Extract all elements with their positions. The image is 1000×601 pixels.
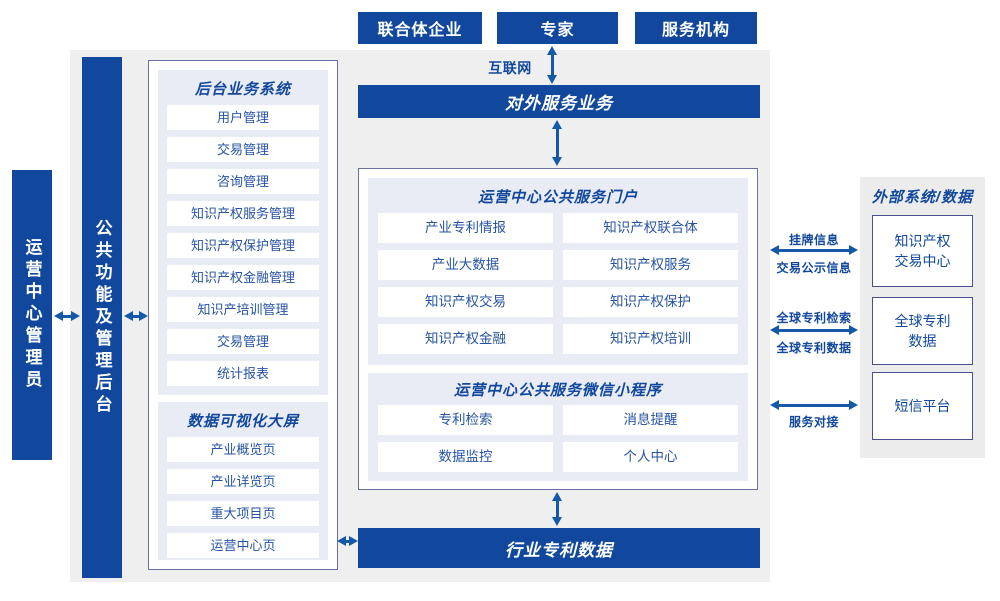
miniprogram-item-message-alerts: 消息提醒 [563,405,738,435]
portal-patentdata-double-arrow [552,492,562,526]
ip-trading-center-double-arrow [770,245,858,255]
operations-center-admin-bar: 运营中心管理员 [12,170,52,460]
backend-container-double-arrow [124,311,148,321]
dashboard-item-industry-detail: 产业详览页 [167,469,319,494]
public-functions-backend-bar: 公共功能及管理后台 [82,57,122,578]
dashboard-item-industry-overview: 产业概览页 [167,437,319,462]
external-box-global-patent-data: 全球专利 数据 [872,297,973,365]
data-visualization-title: 数据可视化大屏 [186,413,299,430]
global-patent-search-label: 全球专利检索 [776,311,852,325]
global-patent-data-double-arrow [770,325,858,335]
public-service-portal-panel: 运营中心公共服务门户 产业专利情报 知识产权联合体 产业大数据 知识产权服务 知… [368,178,748,365]
portal-item-ip-services: 知识产权服务 [563,250,738,280]
portal-item-ip-protection: 知识产权保护 [563,287,738,317]
listing-info-label: 挂牌信息 [788,233,839,247]
external-box-line: 短信平台 [894,397,951,414]
backend-item-trade-mgmt: 交易管理 [167,137,319,162]
miniprogram-item-data-monitoring: 数据监控 [378,442,553,472]
portal-item-ip-finance: 知识产权金融 [378,324,553,354]
backend-item-statistics-report: 统计报表 [167,361,319,386]
sms-platform-double-arrow [770,400,858,410]
wechat-miniprogram-title: 运营中心公共服务微信小程序 [453,382,662,399]
actor-service-organizations: 服务机构 [635,12,757,44]
backend-item-ip-protection-mgmt: 知识产权保护管理 [167,233,319,258]
internet-label: 互联网 [488,60,532,76]
actor-experts: 专家 [497,12,618,44]
external-box-sms-platform: 短信平台 [872,372,973,440]
public-service-portal-title: 运营中心公共服务门户 [477,189,638,206]
backend-item-consult-mgmt: 咨询管理 [167,169,319,194]
backend-item-ip-training-mgmt: 知识产培训管理 [167,297,319,322]
external-box-line: 数据 [908,333,937,349]
data-visualization-panel: 数据可视化大屏 产业概览页 产业详览页 重大项目页 运营中心页 [158,402,328,560]
internet-double-arrow [547,46,557,84]
backend-item-ip-service-mgmt: 知识产权服务管理 [167,201,319,226]
portal-miniprogram-container: 运营中心公共服务门户 产业专利情报 知识产权联合体 产业大数据 知识产权服务 知… [358,168,758,490]
wechat-miniprogram-panel: 运营中心公共服务微信小程序 专利检索 消息提醒 数据监控 个人中心 [368,373,748,481]
service-portal-double-arrow [552,120,562,166]
miniprogram-item-patent-search: 专利检索 [378,405,553,435]
backend-item-ip-finance-mgmt: 知识产权金融管理 [167,265,319,290]
portal-item-ip-training: 知识产权培训 [563,324,738,354]
service-integration-label: 服务对接 [788,415,839,429]
portal-item-industry-big-data: 产业大数据 [378,250,553,280]
global-patent-data-label: 全球专利数据 [776,341,852,355]
industry-patent-data-bar: 行业专利数据 [358,528,760,568]
backend-item-trade-mgmt-2: 交易管理 [167,329,319,354]
backend-dashboard-container: 后台业务系统 用户管理 交易管理 咨询管理 知识产权服务管理 知识产权保护管理 … [148,60,338,570]
dashboard-item-major-projects: 重大项目页 [167,501,319,526]
external-box-ip-trading-center: 知识产权 交易中心 [872,215,973,287]
external-box-line: 知识产权 [894,232,951,249]
dashboard-patentdata-double-arrow [337,536,358,546]
external-systems-title: 外部系统/数据 [871,189,974,206]
portal-item-ip-consortium: 知识产权联合体 [563,213,738,243]
external-service-bar: 对外服务业务 [358,85,760,118]
portal-item-industry-patent-intel: 产业专利情报 [378,213,553,243]
external-box-line: 全球专利 [894,312,951,329]
trade-publicity-info-label: 交易公示信息 [776,261,852,275]
actor-consortium-enterprises: 联合体企业 [358,12,482,44]
backend-system-title: 后台业务系统 [194,81,291,98]
miniprogram-item-personal-center: 个人中心 [563,442,738,472]
external-box-line: 交易中心 [894,253,951,269]
backend-item-user-mgmt: 用户管理 [167,105,319,130]
dashboard-item-operations-center: 运营中心页 [167,533,319,558]
backend-system-panel: 后台业务系统 用户管理 交易管理 咨询管理 知识产权服务管理 知识产权保护管理 … [158,70,328,395]
portal-item-ip-trading: 知识产权交易 [378,287,553,317]
admin-backend-double-arrow [54,311,80,321]
